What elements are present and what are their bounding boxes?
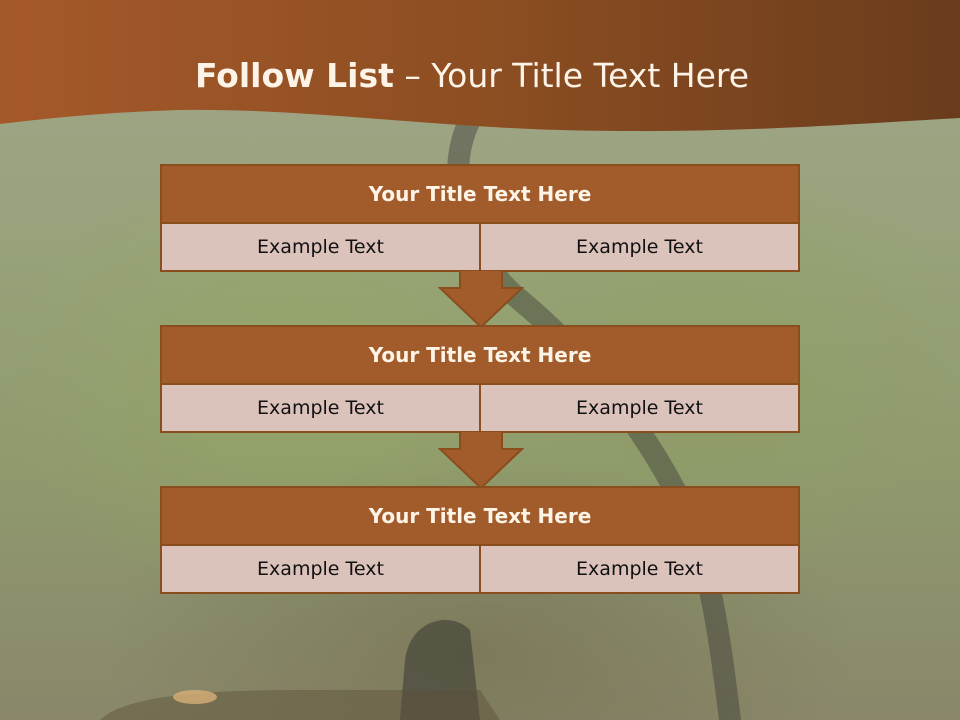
step-row: Example Text Example Text [162,385,798,431]
down-arrow-icon [438,431,524,489]
step-title: Your Title Text Here [162,488,798,546]
step-title: Your Title Text Here [162,327,798,385]
step-block-1: Your Title Text Here Example Text Exampl… [160,164,800,272]
step-cell-left: Example Text [162,224,481,270]
slide-title: Follow List – Your Title Text Here [0,52,944,100]
slide-title-rest: Your Title Text Here [431,56,750,95]
slide-title-bold: Follow List [194,56,394,95]
header-banner [0,0,960,132]
step-cell-left: Example Text [162,385,481,431]
step-cell-right: Example Text [481,224,798,270]
step-cell-right: Example Text [481,546,798,592]
down-arrow-icon [438,270,524,328]
step-title: Your Title Text Here [162,166,798,224]
step-cell-left: Example Text [162,546,481,592]
step-block-2: Your Title Text Here Example Text Exampl… [160,325,800,433]
slide-title-separator: – [404,56,421,95]
step-cell-right: Example Text [481,385,798,431]
step-block-3: Your Title Text Here Example Text Exampl… [160,486,800,594]
step-row: Example Text Example Text [162,224,798,270]
step-row: Example Text Example Text [162,546,798,592]
